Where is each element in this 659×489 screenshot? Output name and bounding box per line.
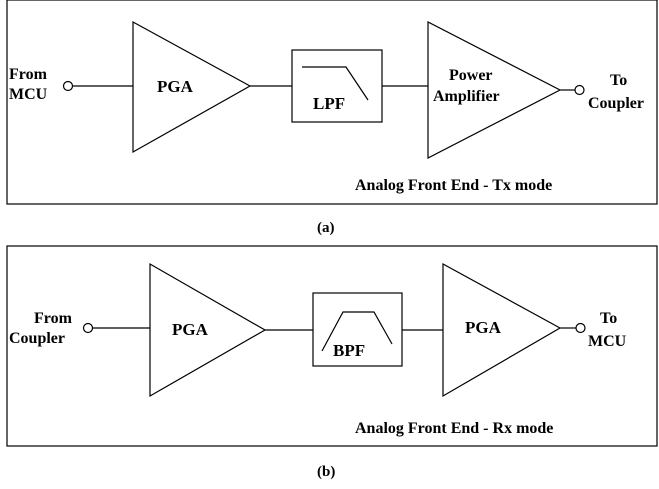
panel-a-input-label-line2: MCU <box>9 86 48 103</box>
panel-a-mode-title: Analog Front End - Tx mode <box>355 177 552 194</box>
panel-a-output-label-line1: To <box>610 72 627 89</box>
panel-b-rx: From Coupler PGA BPF PGA To MCU Analog F… <box>6 245 658 447</box>
panel-a-input-terminal <box>62 80 74 92</box>
panel-b-output-label-line2: MCU <box>588 333 627 350</box>
panel-a-lowpass-response-icon <box>302 66 369 101</box>
panel-b-input-label-line1: From <box>34 310 73 327</box>
panel-b-frame <box>6 245 658 447</box>
panel-a-caption: (a) <box>317 220 335 236</box>
panel-a-power-amp-label-line2: Amplifier <box>433 88 500 105</box>
panel-b-pga2-amplifier <box>442 262 562 398</box>
panel-b-output-label-line1: To <box>600 310 617 327</box>
panel-b-pga1-amplifier <box>149 262 267 398</box>
panel-a-pga-amplifier <box>132 20 252 154</box>
panel-a-output-label-line2: Coupler <box>588 95 644 112</box>
panel-b-bandpass-response-icon <box>321 311 393 352</box>
panel-b-pga2-label: PGA <box>465 318 502 337</box>
panel-a-lpf-label: LPF <box>313 94 345 113</box>
panel-b-pga1-label: PGA <box>172 320 209 339</box>
panel-b-output-terminal <box>575 322 586 334</box>
panel-b-bpf-label: BPF <box>333 341 365 360</box>
panel-a-power-amp-label-line1: Power <box>449 67 493 84</box>
panel-b-input-terminal <box>82 322 94 334</box>
panel-a-tx: From MCU PGA LPF Power Amplifier To Coup… <box>6 0 658 205</box>
panel-b-mode-title: Analog Front End - Rx mode <box>355 420 553 437</box>
panel-a-frame <box>6 0 658 205</box>
panel-a-output-terminal <box>574 84 585 96</box>
panel-a-pga-label: PGA <box>157 77 194 96</box>
panel-b-caption: (b) <box>317 464 335 480</box>
panel-b-input-label-line2: Coupler <box>9 330 65 347</box>
panel-a-power-amplifier <box>427 21 562 159</box>
panel-a-input-label-line1: From <box>9 66 48 83</box>
